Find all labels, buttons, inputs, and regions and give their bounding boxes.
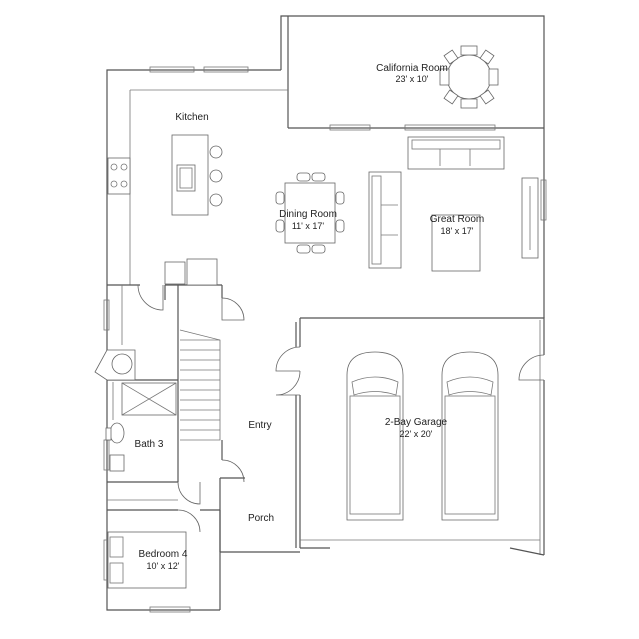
- walls: [106, 15, 545, 611]
- cooktop: [107, 157, 131, 195]
- room-labels: California Room 23' x 10' Kitchen Dining…: [135, 63, 485, 571]
- bedroom-4-dims: 10' x 12': [147, 561, 180, 571]
- garage-dims: 22' x 20': [400, 429, 433, 439]
- vanity-sink: [109, 454, 125, 472]
- bath-fixtures: [94, 349, 177, 472]
- patio-table: [439, 45, 499, 109]
- great-room-name: Great Room: [430, 214, 484, 225]
- bed: [107, 531, 187, 589]
- kitchen-name: Kitchen: [175, 112, 208, 123]
- dining-room-dims: 11' x 17': [292, 221, 325, 231]
- sink: [176, 164, 196, 192]
- toilet: [109, 422, 125, 444]
- great-room-dims: 18' x 17': [441, 226, 474, 236]
- stairs: [179, 329, 221, 441]
- refrigerator: [186, 258, 218, 286]
- kitchen-fixtures: [107, 134, 223, 286]
- coffee-table: [431, 214, 481, 272]
- doors: [137, 284, 545, 533]
- car-left: [346, 351, 404, 521]
- sofa: [407, 136, 505, 170]
- windows: [103, 66, 547, 613]
- cars: [346, 351, 499, 521]
- garage-name: 2-Bay Garage: [385, 417, 448, 428]
- entry-name: Entry: [248, 420, 271, 431]
- great-room-furniture: [368, 136, 539, 272]
- bath-3-name: Bath 3: [135, 439, 164, 450]
- porch-name: Porch: [248, 513, 274, 524]
- sofa-side: [368, 171, 402, 269]
- dining-room-name: Dining Room: [279, 209, 337, 220]
- california-room-name: California Room: [376, 63, 448, 74]
- california-room-dims: 23' x 10': [396, 74, 429, 84]
- bedroom-4-name: Bedroom 4: [139, 549, 188, 560]
- dining-table: [275, 172, 345, 254]
- car-right: [441, 351, 499, 521]
